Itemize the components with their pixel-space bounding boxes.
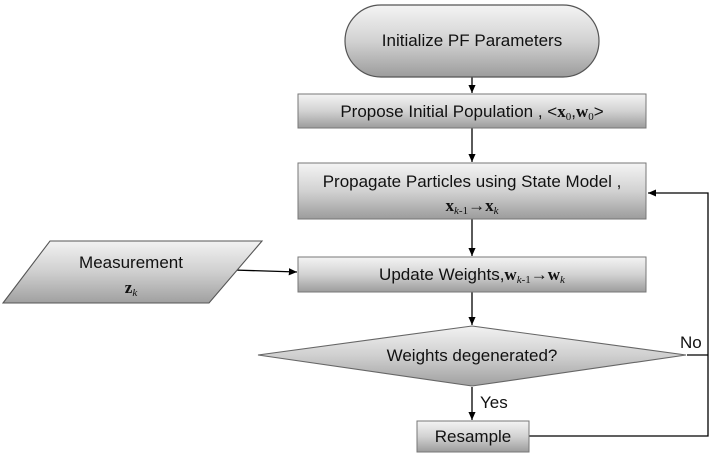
measurement-node: Measurement zk (1, 240, 264, 304)
measurement-symbol: z (125, 278, 133, 297)
measurement-symbol-text: zk (125, 278, 139, 299)
resample-label: Resample (435, 427, 512, 446)
propose-label: Propose Initial Population , < (340, 102, 557, 121)
start-node-label: Initialize PF Parameters (382, 31, 562, 50)
propose-node-text: Propose Initial Population , <x0,w0> (340, 102, 603, 123)
propagate-formula: xk-1→xk (446, 196, 500, 217)
propose-close: > (594, 102, 604, 121)
propagate-from-sub: k (454, 205, 460, 217)
measurement-label: Measurement (79, 253, 183, 272)
propose-w-symbol: w (576, 102, 589, 121)
propagate-from-symbol: x (446, 196, 455, 215)
update-to-sub: k (560, 274, 566, 286)
update-from-sub-suffix: -1 (522, 274, 531, 286)
update-from-symbol: w (504, 265, 517, 284)
propagate-from-sub-suffix: -1 (459, 205, 468, 217)
resample-node: Resample (416, 420, 530, 453)
propose-node: Propose Initial Population , <x0,w0> (297, 93, 647, 129)
propagate-node: Propagate Particles using State Model , … (297, 162, 647, 220)
edge-label-yes: Yes (480, 393, 508, 412)
update-arrow: → (531, 265, 548, 284)
propose-x-sub: 0 (566, 111, 572, 123)
update-node: Update Weights,wk-1→wk (297, 256, 647, 293)
update-from-sub: k (517, 274, 523, 286)
propagate-label: Propagate Particles using State Model , (323, 172, 622, 191)
propose-w-sub: 0 (588, 111, 594, 123)
update-node-text: Update Weights,wk-1→wk (379, 265, 566, 286)
measurement-sub: k (132, 287, 138, 299)
propagate-arrow: → (468, 196, 485, 215)
edge-resample-loop (529, 189, 709, 437)
decision-label: Weights degenerated? (387, 346, 558, 365)
start-node: Initialize PF Parameters (344, 4, 600, 78)
update-label: Update Weights, (379, 265, 504, 284)
connectors (232, 77, 709, 437)
propagate-to-sub: k (494, 205, 500, 217)
propagate-to-symbol: x (485, 196, 494, 215)
edge-measurement-to-update (232, 268, 298, 276)
propose-comma: , (571, 102, 576, 121)
update-to-symbol: w (548, 265, 561, 284)
decision-node: Weights degenerated? (257, 325, 687, 387)
propose-x-symbol: x (557, 102, 566, 121)
edge-label-no: No (680, 333, 702, 352)
